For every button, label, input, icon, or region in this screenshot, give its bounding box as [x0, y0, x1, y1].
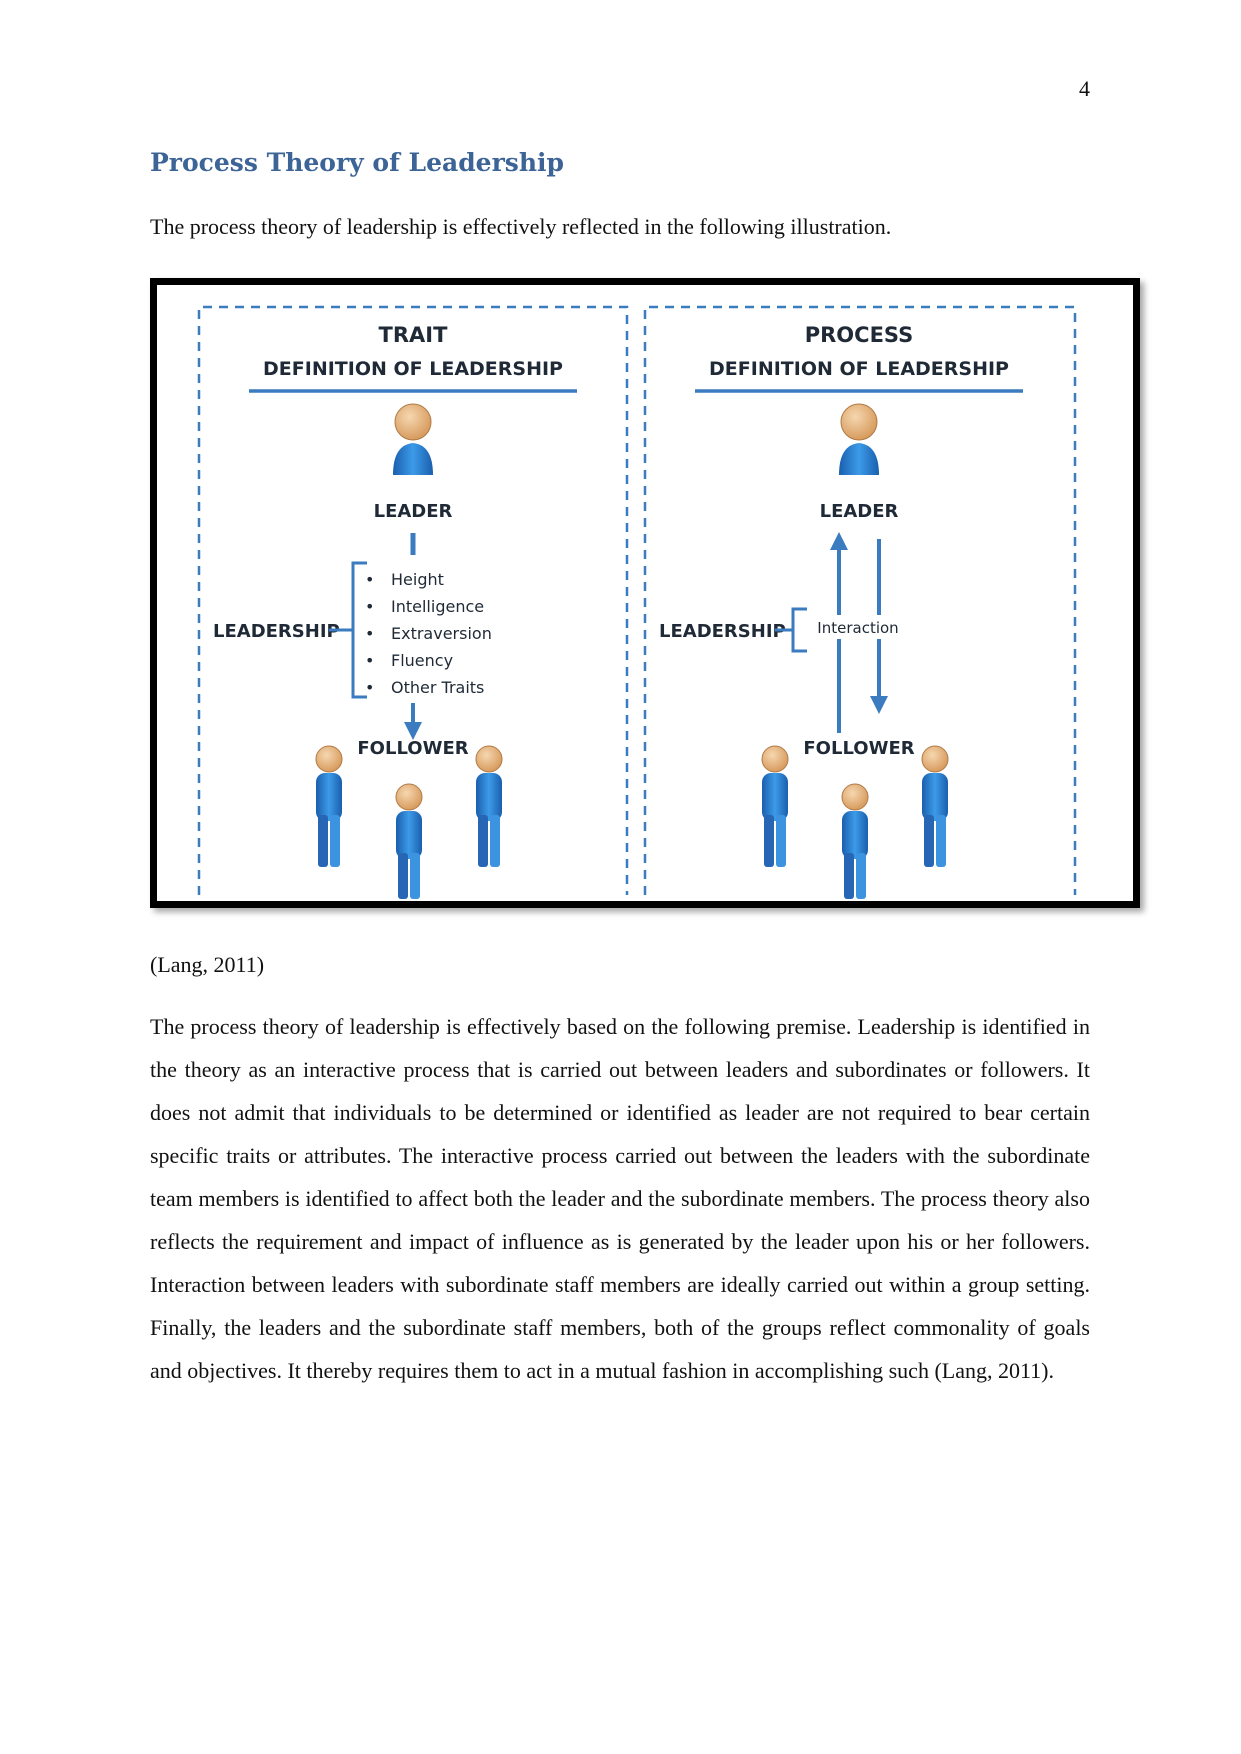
section-heading: Process Theory of Leadership: [150, 148, 564, 177]
trait-leader-label: LEADER: [374, 501, 453, 522]
process-panel-border: [643, 305, 1077, 895]
process-bracket: [791, 607, 807, 653]
process-title-line2: DEFINITION OF LEADERSHIP: [709, 358, 1009, 380]
trait-bullet: •: [365, 678, 374, 697]
trait-leader-icon: [393, 403, 433, 475]
leadership-diagram: TRAIT DEFINITION OF LEADERSHIP LEADER LE…: [197, 305, 1077, 899]
figure-citation: (Lang, 2011): [150, 952, 265, 977]
interaction-label: Interaction: [817, 619, 898, 637]
trait-bullet: •: [365, 570, 374, 589]
trait-item: Fluency: [391, 651, 453, 670]
process-leader-label: LEADER: [820, 501, 899, 522]
leadership-figure: TRAIT DEFINITION OF LEADERSHIP LEADER LE…: [150, 278, 1140, 908]
process-follower-figure: [921, 745, 949, 867]
trait-item: Extraversion: [391, 624, 492, 643]
process-leadership-label: LEADERSHIP: [659, 621, 786, 642]
process-panel: PROCESS DEFINITION OF LEADERSHIP LEADER …: [659, 323, 1023, 899]
trait-follower-label: FOLLOWER: [357, 738, 468, 759]
trait-bullet: •: [365, 624, 374, 643]
trait-list: • Height • Intelligence • Extraversion •…: [365, 570, 492, 697]
interaction-label-bg: [811, 615, 905, 639]
trait-follower-figure: [395, 783, 423, 899]
intro-paragraph: The process theory of leadership is effe…: [150, 214, 892, 239]
trait-bullet: •: [365, 597, 374, 616]
trait-item: Intelligence: [391, 597, 484, 616]
process-follower-label: FOLLOWER: [803, 738, 914, 759]
trait-panel-border: [197, 305, 629, 895]
process-title-line1: PROCESS: [805, 323, 913, 347]
process-follower-figure: [761, 745, 789, 867]
trait-item: Height: [391, 570, 444, 589]
trait-follower-figure: [315, 745, 343, 867]
trait-panel: TRAIT DEFINITION OF LEADERSHIP LEADER LE…: [213, 323, 577, 899]
trait-follower-figure: [475, 745, 503, 867]
process-leader-icon: [839, 403, 879, 475]
process-follower-figure: [841, 783, 869, 899]
trait-bullet: •: [365, 651, 374, 670]
panel-borders: [197, 305, 1077, 895]
body-paragraph: The process theory of leadership is effe…: [150, 1014, 1090, 1383]
trait-item: Other Traits: [391, 678, 484, 697]
trait-bracket: [351, 561, 367, 699]
trait-title-line1: TRAIT: [379, 323, 449, 347]
trait-leadership-label: LEADERSHIP: [213, 621, 340, 642]
page-number: 4: [1079, 76, 1090, 101]
trait-title-line2: DEFINITION OF LEADERSHIP: [263, 358, 563, 380]
